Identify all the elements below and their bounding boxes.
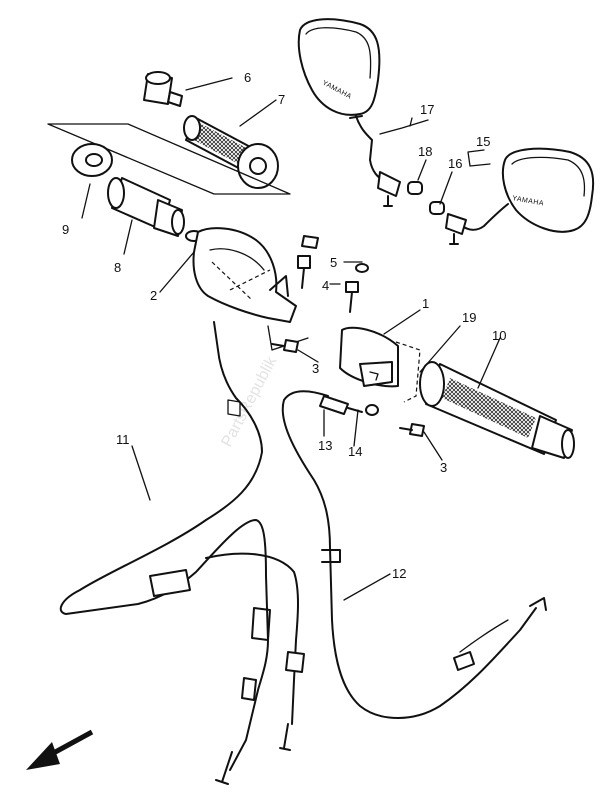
- mirror-brand-left: YAMAHA: [321, 80, 353, 101]
- callout-12: 12: [392, 566, 406, 581]
- callout-4: 4: [322, 278, 329, 293]
- callout-5: 5: [330, 255, 337, 270]
- screw-5: [301, 235, 369, 273]
- right-mirror: YAMAHA: [445, 147, 595, 245]
- callout-13: 13: [318, 438, 332, 453]
- callout-6: 6: [244, 70, 251, 85]
- callout-18: 18: [418, 144, 432, 159]
- screw-3a: [271, 339, 299, 353]
- callout-3b: 3: [440, 460, 447, 475]
- screw-3b: [399, 423, 425, 437]
- callout-15: 15: [476, 134, 490, 149]
- washer-9: [71, 143, 113, 177]
- callout-7: 7: [278, 92, 285, 107]
- grip-end-6: [143, 71, 183, 107]
- front-direction-arrow-icon: [26, 729, 94, 770]
- callout-16: 16: [448, 156, 462, 171]
- throttle-cable-11: [59, 321, 305, 785]
- callout-1: 1: [422, 296, 429, 311]
- left-mirror: YAMAHA: [297, 18, 401, 207]
- throttle-housing-2: [185, 227, 297, 323]
- leader-lines: [81, 77, 501, 601]
- grip-10: [419, 361, 575, 459]
- callout-17: 17: [420, 102, 434, 117]
- clutch-cable-12: [281, 390, 547, 719]
- callout-10: 10: [492, 328, 506, 343]
- callout-9: 9: [62, 222, 69, 237]
- callout-11: 11: [116, 432, 130, 447]
- callout-8: 8: [114, 260, 121, 275]
- cap-18: [407, 181, 423, 195]
- assembly-bracket: [47, 123, 291, 195]
- adjuster-13-14: [319, 395, 379, 416]
- callout-3a: 3: [312, 361, 319, 376]
- callout-19: 19: [462, 310, 476, 325]
- mirror-brand-right: YAMAHA: [512, 195, 545, 207]
- screws-4: [297, 255, 359, 313]
- cap-16: [429, 201, 445, 215]
- switch-housing-1: [339, 326, 421, 403]
- callout-14: 14: [348, 444, 362, 459]
- grip-7: [183, 115, 279, 189]
- callout-2: 2: [150, 288, 157, 303]
- throttle-tube-8: [107, 177, 185, 237]
